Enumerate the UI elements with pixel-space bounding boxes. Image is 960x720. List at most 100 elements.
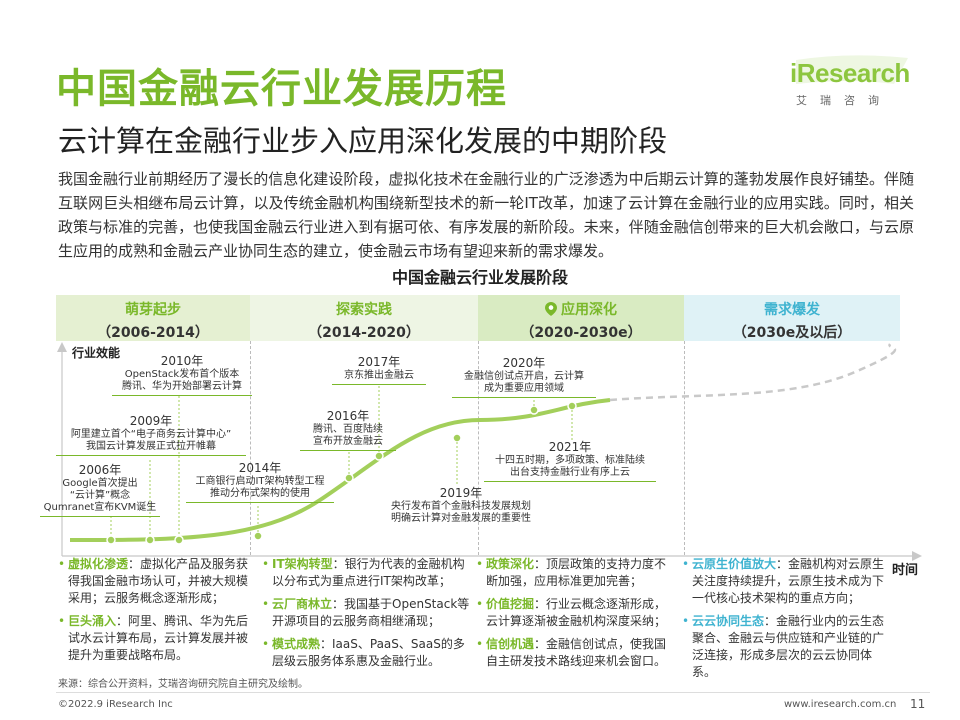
logo-subtext: 艾瑞咨询 [796,94,892,107]
note-item: 信创机遇：金融信创试点，使我国自主研发技术路线迎来机会窗口。 [476,636,676,670]
note-key: 信创机遇 [486,637,535,651]
event-text: OpenStack发布首个版本 腾讯、华为开始部署云计算 [112,369,252,396]
copyright: ©2022.9 iResearch Inc [58,699,173,710]
event-2009: 2009年 阿里建立首个“电子商务云计算中心” 我国云计算发展正式拉开帷幕 [56,414,246,456]
phase-years: （2030e及以后） [732,325,852,341]
event-2020: 2020年 金融信创试点开启，云计算 成为重要应用领域 [452,356,596,398]
event-2019: 2019年 央行发布首个金融科技发展规划 明确云计算对金融发展的重要性 [378,486,544,527]
note-item: 政策深化：顶层政策的支持力度不断加强，应用标准更加完善； [476,556,676,590]
event-year: 2016年 [326,409,370,423]
event-marker-2017 [374,451,384,461]
chart-title: 中国金融云行业发展阶段 [391,268,568,287]
event-marker-2014 [253,531,263,541]
event-text: 工商银行启动IT架构转型工程 推动分布式架构的使用 [186,476,334,503]
phase-years: （2014-2020） [308,325,420,341]
note-key: 政策深化 [486,557,535,571]
note-item: 价值挖掘：行业云概念逐渐形成，云计算逐渐被金融机构深度采纳； [476,596,676,630]
website-link[interactable]: www.iresearch.com.cn [784,699,897,710]
note-item: 虚拟化渗透：虚拟化产品及服务获得我国金融市场认可，并被大规模采用；云服务概念逐渐… [58,556,254,607]
note-text: ：IaaS、PaaS、SaaS的多层级云服务体系惠及金融行业。 [272,637,465,668]
phase-name: 应用深化 [561,302,617,318]
note-key: 巨头涌入 [68,614,117,628]
event-year: 2006年 [78,463,122,477]
note-text: ：阿里、腾讯、华为先后试水云计算布局，云计算发展并被提升为重要战略布局。 [68,614,249,662]
event-marker-2016 [344,473,354,483]
footer-divider [56,692,930,693]
logo-text: iResearch [790,58,910,88]
x-axis-label: 时间 [892,563,919,578]
note-key: 虚拟化渗透 [68,557,129,571]
event-marker-2009 [145,535,155,545]
event-year: 2010年 [160,354,204,368]
y-axis-label: 行业效能 [72,346,121,360]
event-marker-2019 [452,433,462,443]
intro-paragraph: 我国金融行业前期经历了漫长的信息化建设阶段，虚拟化技术在金融行业的广泛渗透为中后… [58,170,914,260]
event-year: 2020年 [502,356,546,370]
growth-curve-solid [69,398,611,542]
page-number: 11 [910,697,926,711]
note-key: IT架构转型 [272,557,333,571]
note-text: ：我国基于OpenStack等开源项目的云服务商相继涌现； [272,597,470,628]
note-key: 云云协同生态 [692,614,765,628]
logo-swoosh-icon [796,55,908,84]
page-title: 中国金融云行业发展历程 [56,66,507,112]
event-year: 2017年 [357,355,401,369]
note-text: ：金融行业内的云生态聚合、金融云与供应链和产业链的广泛连接，形成多层次的云云协同… [692,614,885,679]
phase-germination: 萌芽起步 （2006-2014） [56,295,250,341]
event-text: 十四五时期，多项政策、标准陆续 出台支持金融行业有序上云 [484,455,656,482]
growth-curve-projected [609,343,897,402]
note-key: 云厂商林立 [272,597,333,611]
phase-name: 萌芽起步 [125,302,181,318]
note-item: 云厂商林立：我国基于OpenStack等开源项目的云服务商相继涌现； [262,596,474,630]
note-item: 模式成熟：IaaS、PaaS、SaaS的多层级云服务体系惠及金融行业。 [262,636,474,670]
page-subtitle: 云计算在金融行业步入应用深化发展的中期阶段 [58,124,668,158]
phase4-notes: 云原生价值放大：金融机构对云原生关注度持续提升，云原生技术成为下一代核心技术架构… [682,556,888,687]
phase1-notes: 虚拟化渗透：虚拟化产品及服务获得我国金融市场认可，并被大规模采用；云服务概念逐渐… [58,556,254,670]
phase-deepening: 应用深化 （2020-2030e） [478,295,684,341]
phase-name: 需求爆发 [764,302,820,318]
event-marker-2020 [529,405,539,415]
phase-years: （2020-2030e） [520,325,642,341]
location-pin-icon [545,302,557,316]
phase-divider [684,341,685,555]
note-item: 云云协同生态：金融行业内的云生态聚合、金融云与供应链和产业链的广泛连接，形成多层… [682,613,888,681]
note-text: ：银行为代表的金融机构以分布式为重点进行IT架构改革； [272,557,465,588]
event-text: 央行发布首个金融科技发展规划 明确云计算对金融发展的重要性 [391,501,531,524]
event-marker-2021 [567,401,577,411]
phase-exploration: 探索实践 （2014-2020） [250,295,478,341]
x-axis-arrow-icon [912,551,922,561]
event-year: 2021年 [548,440,592,454]
event-2010: 2010年 OpenStack发布首个版本 腾讯、华为开始部署云计算 [112,354,252,396]
note-key: 模式成熟 [272,637,321,651]
note-item: IT架构转型：银行为代表的金融机构以分布式为重点进行IT架构改革； [262,556,474,590]
phase-explosion: 需求爆发 （2030e及以后） [684,295,900,341]
iresearch-logo: iResearch 艾瑞咨询 [790,54,912,114]
phase3-notes: 政策深化：顶层政策的支持力度不断加强，应用标准更加完善； 价值挖掘：行业云概念逐… [476,556,676,676]
event-2017: 2017年 京东推出金融云 [332,355,426,385]
event-text: 腾讯、百度陆续 宣布开放金融云 [300,424,396,451]
note-item: 云原生价值放大：金融机构对云原生关注度持续提升，云原生技术成为下一代核心技术架构… [682,556,888,607]
note-text: ：虚拟化产品及服务获得我国金融市场认可，并被大规模采用；云服务概念逐渐形成； [68,557,249,605]
event-2006: 2006年 Google首次提出 “云计算”概念 Qumranet宣布KVM诞生 [40,463,160,517]
note-text: ：金融信创试点，使我国自主研发技术路线迎来机会窗口。 [486,637,667,668]
event-text: Google首次提出 “云计算”概念 Qumranet宣布KVM诞生 [40,478,160,517]
phase-divider [250,341,251,555]
event-year: 2014年 [238,461,282,475]
event-marker-2010 [174,535,184,545]
phase2-notes: IT架构转型：银行为代表的金融机构以分布式为重点进行IT架构改革； 云厂商林立：… [262,556,474,676]
source-note: 来源：综合公开资料，艾瑞咨询研究院自主研究及绘制。 [58,679,308,690]
event-2021: 2021年 十四五时期，多项政策、标准陆续 出台支持金融行业有序上云 [484,440,656,482]
note-text: ：金融机构对云原生关注度持续提升，云原生技术成为下一代核心技术架构的重点方向； [692,557,885,605]
phase-name: 探索实践 [336,302,392,318]
note-key: 价值挖掘 [486,597,535,611]
event-marker-2006 [106,535,116,545]
event-year: 2009年 [129,414,173,428]
event-text: 金融信创试点开启，云计算 成为重要应用领域 [452,371,596,398]
note-key: 云原生价值放大 [692,557,777,571]
event-2016: 2016年 腾讯、百度陆续 宣布开放金融云 [300,409,396,451]
note-item: 巨头涌入：阿里、腾讯、华为先后试水云计算布局，云计算发展并被提升为重要战略布局。 [58,613,254,664]
note-text: ：顶层政策的支持力度不断加强，应用标准更加完善； [486,557,667,588]
event-text: 阿里建立首个“电子商务云计算中心” 我国云计算发展正式拉开帷幕 [56,429,246,456]
phase-years: （2006-2014） [97,325,209,341]
event-year: 2019年 [439,486,483,500]
